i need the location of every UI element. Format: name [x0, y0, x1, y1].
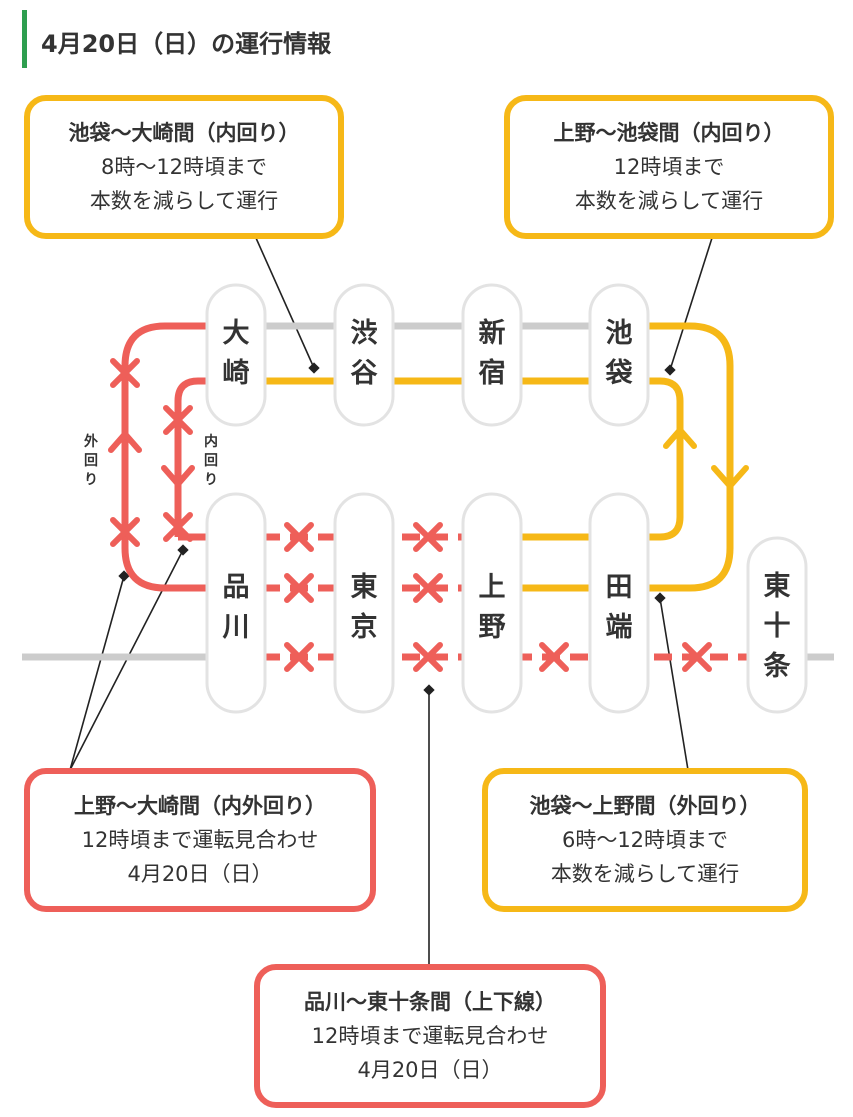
- svg-text:田: 田: [606, 572, 633, 603]
- svg-text:条: 条: [764, 651, 792, 682]
- station-ueno: 上 野: [461, 492, 523, 714]
- svg-text:渋: 渋: [351, 318, 378, 349]
- leader-line-c1: [255, 237, 315, 369]
- svg-text:大: 大: [223, 318, 250, 349]
- cross-icon: [110, 358, 140, 388]
- svg-text:十: 十: [764, 611, 791, 642]
- callout-ueno-ikebukuro-inner: 上野〜池袋間（内回り） 12時頃まで 本数を減らして運行: [504, 95, 834, 239]
- station-shibuya: 渋 谷: [333, 283, 395, 427]
- svg-text:回: 回: [84, 453, 98, 469]
- outer-loop-label: 外 回 り: [84, 433, 98, 488]
- inner-loop-label: 内 回 り: [204, 433, 218, 488]
- section-heading: 4月20日（日）の運行情報: [22, 10, 627, 68]
- leader-line-c3a: [69, 575, 125, 771]
- svg-text:崎: 崎: [223, 358, 250, 389]
- callout-ikebukuro-osaki-inner: 池袋〜大崎間（内回り） 8時〜12時頃まで 本数を減らして運行: [24, 95, 344, 239]
- svg-text:上: 上: [479, 572, 506, 603]
- callout-status: 本数を減らして運行: [574, 189, 764, 213]
- leader-dots: [118, 362, 676, 696]
- leader-line-c4: [659, 597, 689, 771]
- reduced-track: [246, 322, 734, 592]
- callout-date: 4月20日（日）: [127, 862, 273, 886]
- normal-track: [22, 322, 834, 661]
- callout-ikebukuro-ueno-outer: 池袋〜上野間（外回り） 6時〜12時頃まで 本数を減らして運行: [482, 768, 808, 912]
- callout-ueno-osaki-both: 上野〜大崎間（内外回り） 12時頃まで運転見合わせ 4月20日（日）: [24, 768, 376, 912]
- svg-text:り: り: [204, 472, 218, 488]
- cross-icon: [163, 405, 193, 435]
- svg-text:東: 東: [351, 572, 378, 603]
- callout-title: 品川〜東十条間（上下線）: [304, 990, 556, 1014]
- svg-text:谷: 谷: [351, 358, 379, 389]
- cross-icon: [413, 522, 443, 552]
- callout-title: 池袋〜大崎間（内回り）: [68, 121, 300, 145]
- cross-icon: [163, 512, 193, 542]
- callout-time: 12時頃まで運転見合わせ: [81, 828, 319, 852]
- suspended-direction-arrows: [108, 431, 195, 487]
- svg-text:野: 野: [479, 612, 506, 643]
- suspension-marks: [110, 358, 712, 672]
- cross-icon: [539, 642, 569, 672]
- station-ikebukuro: 池 袋: [588, 283, 650, 427]
- svg-text:宿: 宿: [479, 357, 506, 389]
- station-higashijujo: 東 十 条: [746, 536, 808, 714]
- svg-text:川: 川: [223, 612, 250, 643]
- svg-text:外: 外: [84, 433, 98, 450]
- station-shinagawa: 品 川: [205, 492, 267, 714]
- cross-icon: [284, 573, 314, 603]
- cross-icon: [284, 642, 314, 672]
- callout-time: 12時頃まで: [613, 155, 725, 179]
- cross-icon: [284, 522, 314, 552]
- svg-text:端: 端: [606, 612, 633, 643]
- suspended-track: [121, 322, 215, 592]
- cross-icon: [110, 517, 140, 547]
- svg-text:り: り: [84, 472, 98, 488]
- svg-text:袋: 袋: [605, 358, 634, 389]
- svg-text:京: 京: [351, 611, 378, 643]
- reduced-direction-arrows: [663, 427, 749, 489]
- callout-title: 上野〜大崎間（内外回り）: [74, 794, 326, 818]
- arrow-down-icon: [711, 465, 749, 489]
- arrow-down-icon: [161, 465, 195, 487]
- callout-time: 12時頃まで運転見合わせ: [311, 1024, 549, 1048]
- station-tabata: 田 端: [588, 492, 650, 714]
- callout-status: 本数を減らして運行: [550, 862, 740, 886]
- cross-icon: [413, 642, 443, 672]
- callout-title: 池袋〜上野間（外回り）: [529, 794, 761, 818]
- svg-text:内: 内: [204, 433, 218, 450]
- callout-title: 上野〜池袋間（内回り）: [553, 121, 785, 145]
- svg-text:東: 東: [764, 571, 791, 602]
- svg-text:池: 池: [606, 318, 633, 349]
- svg-text:品: 品: [223, 572, 250, 603]
- station-tokyo: 東 京: [333, 492, 395, 714]
- cross-icon: [682, 642, 712, 672]
- callout-status: 本数を減らして運行: [89, 189, 279, 213]
- callout-time: 8時〜12時頃まで: [100, 155, 268, 179]
- leader-line-c2: [669, 237, 713, 371]
- callout-date: 4月20日（日）: [357, 1058, 503, 1082]
- station-osaki: 大 崎: [205, 283, 267, 427]
- station-shinjuku: 新 宿: [461, 283, 523, 427]
- cross-icon: [413, 573, 443, 603]
- svg-text:回: 回: [204, 453, 218, 469]
- callout-shinagawa-higashijujo: 品川〜東十条間（上下線） 12時頃まで運転見合わせ 4月20日（日）: [254, 964, 606, 1108]
- svg-text:新: 新: [479, 317, 506, 349]
- arrow-up-icon: [663, 427, 697, 449]
- page-title: 4月20日（日）の運行情報: [41, 30, 332, 58]
- callout-time: 6時〜12時頃まで: [561, 828, 729, 852]
- arrow-up-icon: [108, 431, 142, 453]
